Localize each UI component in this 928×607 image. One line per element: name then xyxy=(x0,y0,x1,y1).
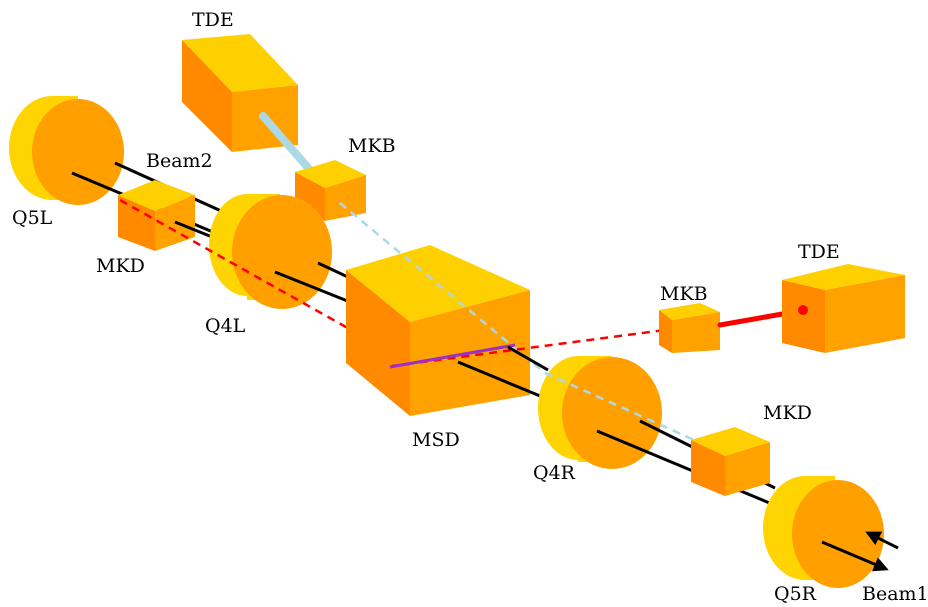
beam1-arrow xyxy=(821,540,889,572)
magnet-q4r xyxy=(538,356,662,469)
label-q5r: Q5R xyxy=(774,583,817,605)
magnet-q5l xyxy=(9,96,124,205)
kicker-mkd-right xyxy=(691,427,770,496)
beam2-arrow xyxy=(865,531,899,550)
dump-tde-right xyxy=(782,264,905,353)
label-mkd-left: MKD xyxy=(96,255,145,277)
dump-beam2-thick xyxy=(259,112,314,174)
septum-msd xyxy=(346,245,530,416)
label-beam1: Beam1 xyxy=(862,583,928,605)
label-mkb-right: MKB xyxy=(660,283,708,305)
label-q5l: Q5L xyxy=(12,207,53,229)
label-mkb-top: MKB xyxy=(348,135,396,157)
label-beam2: Beam2 xyxy=(146,150,213,172)
septum-deflection xyxy=(389,343,516,369)
kicker-mkb-right xyxy=(659,303,720,353)
kicker-mkd-left xyxy=(118,180,195,251)
label-tde-right: TDE xyxy=(798,241,840,263)
magnet-q5r xyxy=(763,476,884,588)
label-tde-top: TDE xyxy=(192,9,234,31)
magnet-q4l xyxy=(209,194,332,309)
label-mkd-right: MKD xyxy=(763,402,812,424)
label-q4r: Q4R xyxy=(533,462,576,484)
label-msd: MSD xyxy=(412,429,460,451)
label-q4l: Q4L xyxy=(205,315,246,337)
